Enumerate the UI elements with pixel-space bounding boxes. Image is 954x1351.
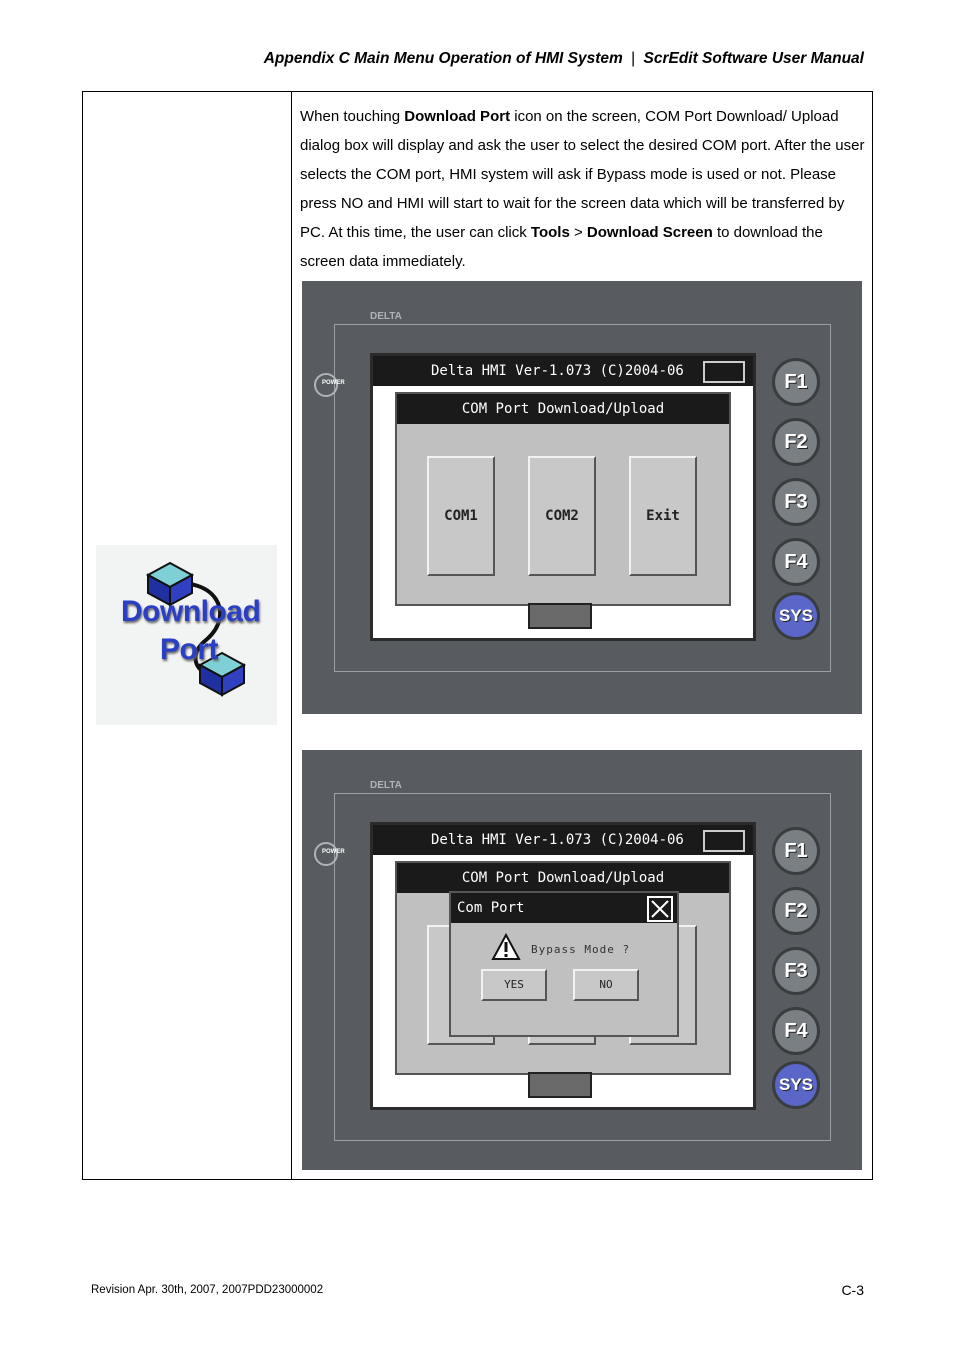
text-run: > [569,224,587,241]
connector-graphic [145,561,247,697]
f4-key[interactable]: F4 [772,538,820,586]
hmi-screenshot-com-select: DELTA POWER Delta HMI Ver-1.073 (C)2004-… [302,281,862,714]
close-icon[interactable] [647,896,673,922]
f3-key[interactable]: F3 [772,478,820,526]
power-label: POWER [322,849,345,855]
battery-icon [703,830,745,852]
popup-title-text: Com Port [457,900,525,916]
text-run: to download the screen data immediately. [300,224,823,270]
bold-download-port: Download Port [404,108,511,125]
icon-label-download: Download [121,595,261,628]
power-label: POWER [322,380,345,386]
footer-revision: Revision Apr. 30th, 2007, 2007PDD2300000… [91,1284,324,1296]
battery-icon [703,361,745,383]
delta-logo: DELTA [366,780,406,791]
hmi-title-bar: Delta HMI Ver-1.073 (C)2004-06 [373,356,753,386]
com-port-dialog: COM Port Download/Upload COM1 COM2 Exit [395,392,731,606]
text-run: When touching [300,108,405,125]
header-chapter: Appendix C Main Menu Operation of HMI Sy… [263,50,623,67]
cable-connector-icon [528,603,592,629]
sys-key[interactable]: SYS [772,592,820,640]
hmi-bezel [334,793,831,1141]
content-table: When touching Download Port icon on the … [82,91,873,1180]
sys-key[interactable]: SYS [772,1061,820,1109]
close-icon-glyph [651,900,669,918]
com2-button[interactable]: COM2 [528,456,596,576]
popup-title: Com Port [451,893,677,923]
hmi-lcd-screen: Delta HMI Ver-1.073 (C)2004-06 COM Port … [370,353,756,641]
hmi-title-bar: Delta HMI Ver-1.073 (C)2004-06 [373,825,753,855]
hmi-bezel [334,324,831,672]
f1-key[interactable]: F1 [772,827,820,875]
hmi-screenshot-bypass: DELTA POWER Delta HMI Ver-1.073 (C)2004-… [302,750,862,1170]
f2-key[interactable]: F2 [772,887,820,935]
hmi-version-text: Delta HMI Ver-1.073 (C)2004-06 [431,363,684,379]
bold-download-screen: Download Screen [586,224,713,241]
exit-button[interactable]: Exit [629,456,697,576]
header-manual-title: ScrEdit Software User Manual [643,50,864,67]
hmi-lcd-screen: Delta HMI Ver-1.073 (C)2004-06 COM Port … [370,822,756,1110]
bold-tools: Tools [530,224,570,241]
yes-button[interactable]: YES [481,969,547,1001]
power-led-icon [314,842,338,866]
com1-button[interactable]: COM1 [427,456,495,576]
description-paragraph: When touching Download Port icon on the … [300,102,865,276]
hmi-version-text: Delta HMI Ver-1.073 (C)2004-06 [431,832,684,848]
power-led-icon [314,373,338,397]
delta-logo: DELTA [366,311,406,322]
f1-key[interactable]: F1 [772,358,820,406]
no-button[interactable]: NO [573,969,639,1001]
f3-key[interactable]: F3 [772,947,820,995]
cable-connector-icon [528,1072,592,1098]
page-header: Appendix C Main Menu Operation of HMI Sy… [264,50,864,68]
bypass-question: Bypass Mode ? [531,943,631,956]
download-port-icon: Download Port [96,545,277,725]
dialog-title: COM Port Download/Upload [397,863,729,893]
column-divider [291,92,292,1179]
warning-icon [491,933,521,960]
bypass-popup: Com Port Bypass Mode ? YES NO [449,891,679,1037]
header-separator: | [631,50,636,67]
footer-page-number: C-3 [841,1282,864,1298]
text-run: icon on the screen, COM Port Download/ U… [300,108,865,241]
f2-key[interactable]: F2 [772,418,820,466]
icon-label-port: Port [160,633,219,666]
f4-key[interactable]: F4 [772,1007,820,1055]
dialog-title: COM Port Download/Upload [397,394,729,424]
